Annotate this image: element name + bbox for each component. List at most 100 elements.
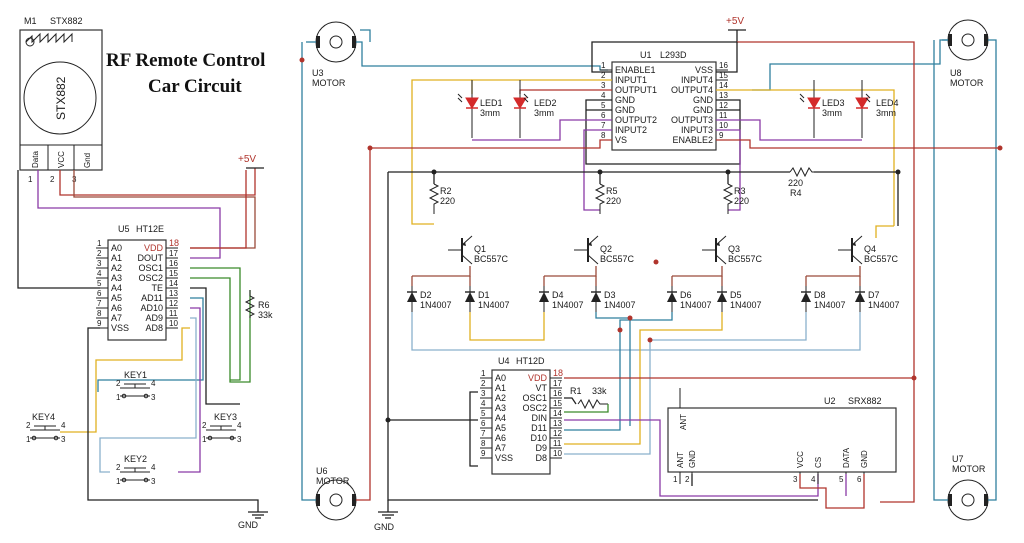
- diode-triangle-icon: [591, 292, 601, 302]
- transistor-value: BC557C: [864, 254, 899, 264]
- key-pin: 1: [116, 477, 121, 486]
- pin-name: VSS: [695, 65, 713, 75]
- diode-ref: D4: [552, 290, 564, 300]
- pin-number: 15: [719, 71, 728, 80]
- stx882-pin2-num: 2: [50, 175, 55, 184]
- pin-number: 1: [601, 61, 606, 70]
- key-ref: KEY2: [124, 454, 147, 464]
- key-pin: 4: [237, 421, 242, 430]
- pin-name: A1: [495, 383, 506, 393]
- pin-name: A3: [111, 273, 122, 283]
- diode-triangle-icon: [801, 292, 811, 302]
- diode-triangle-icon: [465, 292, 475, 302]
- pin-name: AD10: [140, 303, 163, 313]
- motor-u8-ref: U8: [950, 68, 962, 78]
- pin-number: 9: [97, 319, 102, 328]
- srx882-name: SRX882: [848, 396, 882, 406]
- pin-number: 16: [169, 259, 178, 268]
- pin-name: DOUT: [138, 253, 164, 263]
- pin-number: 11: [719, 111, 728, 120]
- pin-name: AD8: [145, 323, 163, 333]
- pin-name: AD11: [141, 293, 163, 303]
- led-value: 3mm: [534, 108, 554, 118]
- led-triangle-icon: [855, 97, 869, 109]
- pin-number: 16: [553, 389, 562, 398]
- ground-symbol-left: GND: [238, 511, 268, 530]
- pin-name: ENABLE2: [672, 135, 713, 145]
- pin-name: D10: [530, 433, 547, 443]
- pin-number: 13: [719, 91, 728, 100]
- pin-name: TE: [151, 283, 163, 293]
- pin-name: A1: [111, 253, 122, 263]
- pin-number: 4: [481, 399, 486, 408]
- diode-value: 1N4007: [420, 300, 452, 310]
- pin-name: DIN: [532, 413, 548, 423]
- transistor-ref: Q2: [600, 244, 612, 254]
- diode-triangle-icon: [717, 292, 727, 302]
- motor-u6: U6 MOTOR: [315, 466, 357, 521]
- key-pin: 3: [61, 435, 66, 444]
- pin-number: 7: [97, 299, 102, 308]
- motor-u3: U3 MOTOR: [312, 21, 357, 88]
- motor-u3-name: MOTOR: [312, 78, 346, 88]
- ht12d-ref: U4: [498, 356, 510, 366]
- pin-number: 16: [719, 61, 728, 70]
- pin-name: D9: [535, 443, 547, 453]
- gnd-label-middle: GND: [374, 522, 395, 532]
- resistor-ref: R3: [734, 186, 746, 196]
- pin-name: GND: [615, 95, 636, 105]
- pin-name: INPUT4: [681, 75, 713, 85]
- crystal-can-icon: [23, 61, 97, 135]
- diode-triangle-icon: [667, 292, 677, 302]
- pin-name: A0: [111, 243, 122, 253]
- resistor-ref: R2: [440, 186, 452, 196]
- pnp-arrow-icon: [716, 242, 720, 246]
- pin-name: VT: [535, 383, 547, 393]
- resistor-zigzag-icon: [722, 183, 734, 208]
- resistor-r6: R6 33k: [244, 290, 273, 320]
- pin-name: A3: [495, 403, 506, 413]
- ht12e-ref: U5: [118, 224, 130, 234]
- pin-name: GND: [693, 95, 714, 105]
- srx882-ant-top: ANT: [679, 414, 688, 430]
- vcc-label-top: +5V: [726, 16, 744, 27]
- r4-value: 220: [788, 178, 803, 188]
- motor-u7: U7 MOTOR: [947, 454, 989, 521]
- key-ref: KEY4: [32, 412, 55, 422]
- r4-ref: R4: [790, 188, 802, 198]
- pin-number: 7: [601, 121, 606, 130]
- r6-value: 33k: [258, 310, 273, 320]
- pin-name: A0: [495, 373, 506, 383]
- r1-value: 33k: [592, 386, 607, 396]
- motor-u8-name: MOTOR: [950, 78, 984, 88]
- stx882-pin1-num: 1: [28, 175, 33, 184]
- srx882-pin-name: GND: [860, 450, 869, 468]
- key-pin: 3: [151, 393, 156, 402]
- pin-number: 13: [169, 289, 178, 298]
- pin-name: A5: [495, 423, 506, 433]
- led-value: 3mm: [822, 108, 842, 118]
- led-ref: LED4: [876, 98, 899, 108]
- pin-number: 3: [481, 389, 486, 398]
- pin-name: D11: [531, 423, 547, 433]
- pin-number: 14: [169, 279, 178, 288]
- resistor-r4-zigzag-icon: [789, 166, 814, 178]
- pin-number: 11: [169, 309, 178, 318]
- pin-number: 10: [169, 319, 178, 328]
- key-pin: 4: [61, 421, 66, 430]
- led-ref: LED2: [534, 98, 557, 108]
- key-pin: 4: [151, 379, 156, 388]
- key-pin: 2: [116, 463, 121, 472]
- motor-u8: U8 MOTOR: [947, 19, 989, 88]
- pin-number: 6: [601, 111, 606, 120]
- led-triangle-icon: [513, 97, 527, 109]
